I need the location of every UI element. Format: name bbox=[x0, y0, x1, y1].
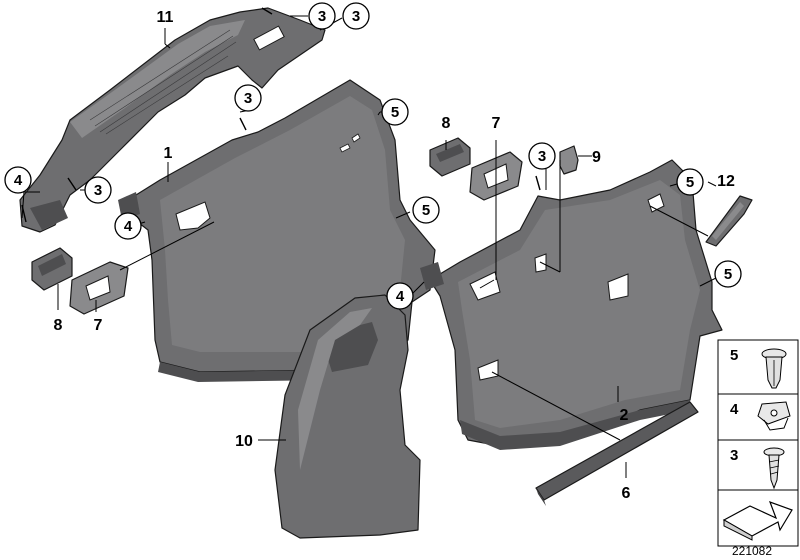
handle-bracket-left bbox=[31, 247, 73, 291]
callout-12: 12 bbox=[717, 173, 735, 190]
callout-circle-4-a: 4 bbox=[4, 166, 32, 194]
callout-circle-5-d: 5 bbox=[714, 260, 742, 288]
svg-text:5: 5 bbox=[724, 266, 732, 283]
legend-label-3: 3 bbox=[730, 447, 738, 464]
callout-7-left: 7 bbox=[94, 317, 103, 334]
callout-10: 10 bbox=[235, 433, 253, 450]
circled-callouts: 3 3 3 5 4 3 4 5 bbox=[4, 2, 742, 310]
svg-text:4: 4 bbox=[14, 172, 23, 189]
callout-circle-5-a: 5 bbox=[381, 98, 409, 126]
callout-8-left: 8 bbox=[54, 317, 63, 334]
svg-text:3: 3 bbox=[244, 90, 252, 107]
callout-circle-4-c: 4 bbox=[386, 282, 414, 310]
callout-circle-3-a: 3 bbox=[308, 2, 336, 30]
callout-circle-4-b: 4 bbox=[114, 212, 142, 240]
callout-7-right: 7 bbox=[492, 115, 501, 132]
svg-text:5: 5 bbox=[391, 104, 399, 121]
callout-circle-5-b: 5 bbox=[412, 196, 440, 224]
screw-icon bbox=[763, 447, 785, 490]
callout-circle-3-e: 3 bbox=[528, 142, 556, 170]
callout-6: 6 bbox=[622, 485, 631, 502]
grip-trim bbox=[705, 195, 753, 247]
svg-text:5: 5 bbox=[422, 202, 430, 219]
callout-2: 2 bbox=[620, 407, 629, 424]
svg-text:5: 5 bbox=[686, 174, 694, 191]
handle-cover-left bbox=[69, 261, 129, 315]
callout-1: 1 bbox=[164, 145, 173, 162]
upper-trim-panel bbox=[19, 7, 326, 233]
callout-labels: 11 1 8 7 8 7 9 12 2 6 10 bbox=[54, 9, 735, 502]
direction-arrow-icon bbox=[722, 500, 793, 541]
callout-8-right: 8 bbox=[442, 115, 451, 132]
handle-bracket-right bbox=[429, 137, 471, 177]
svg-text:3: 3 bbox=[94, 182, 102, 199]
callout-circle-3-c: 3 bbox=[234, 84, 262, 112]
callout-11: 11 bbox=[157, 9, 174, 26]
bottom-cover-strip bbox=[535, 401, 699, 506]
legend-label-4: 4 bbox=[730, 401, 739, 418]
svg-text:3: 3 bbox=[352, 8, 360, 25]
legend-label-5: 5 bbox=[730, 347, 738, 364]
right-side-panel bbox=[420, 159, 723, 450]
svg-text:3: 3 bbox=[538, 148, 546, 165]
drawing-number: 221082 bbox=[732, 544, 772, 558]
spring-nut-icon bbox=[757, 401, 791, 431]
svg-text:3: 3 bbox=[318, 8, 326, 25]
expanding-rivet-icon bbox=[761, 348, 787, 389]
small-cover-clip bbox=[559, 145, 579, 175]
callout-circle-3-b: 3 bbox=[342, 2, 370, 30]
callout-circle-3-d: 3 bbox=[84, 176, 112, 204]
leader-lines bbox=[21, 15, 717, 478]
fastener-legend: 5 4 3 bbox=[717, 339, 799, 547]
callout-circle-5-c: 5 bbox=[676, 168, 704, 196]
svg-text:4: 4 bbox=[124, 218, 133, 235]
callout-9: 9 bbox=[592, 149, 601, 166]
svg-text:4: 4 bbox=[396, 288, 405, 305]
front-trim-panel bbox=[274, 294, 421, 539]
